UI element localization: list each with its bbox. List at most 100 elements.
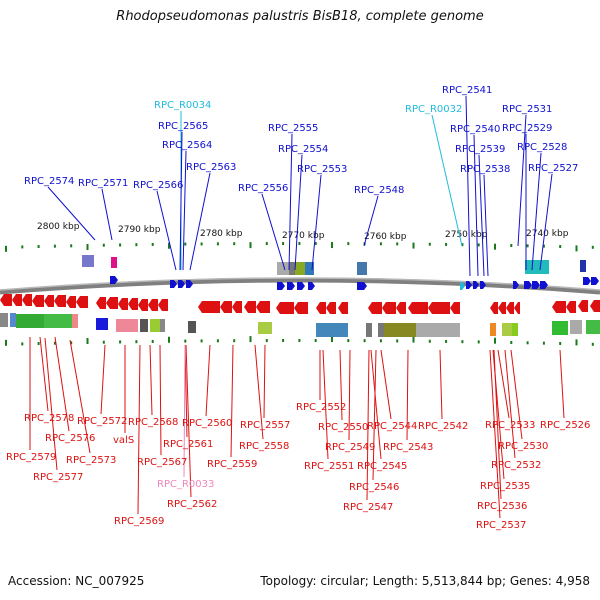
reverse-gene-arrow: [96, 297, 106, 309]
label-leader-line: [44, 337, 58, 471]
gene-label: RPC_2526: [540, 420, 590, 431]
reverse-gene-arrow: [490, 302, 498, 314]
forward-gene-arrow: [460, 282, 465, 290]
reverse-gene-arrow: [338, 302, 348, 314]
reverse-domain-box: [502, 323, 512, 336]
reverse-gene-arrow: [514, 302, 520, 314]
gene-label: RPC_2549: [325, 442, 375, 453]
forward-domain-box: [111, 257, 117, 268]
gene-label: RPC_2559: [207, 459, 257, 470]
reverse-gene-arrow: [590, 300, 600, 312]
reverse-gene-arrow: [382, 302, 396, 314]
reverse-domain-box: [44, 314, 72, 328]
gene-label: RPC_2567: [137, 457, 187, 468]
scale-label: 2740 kbp: [526, 229, 569, 239]
reverse-gene-arrow: [138, 299, 148, 311]
reverse-gene-arrow: [0, 294, 12, 306]
label-leader-line: [439, 349, 443, 420]
reverse-gene-arrow: [158, 299, 168, 311]
scale-label: 2800 kbp: [37, 222, 80, 232]
reverse-domain-box: [378, 323, 384, 337]
gene-label: RPC_2576: [45, 433, 95, 444]
reverse-gene-arrow: [316, 302, 326, 314]
forward-gene-arrow: [186, 280, 193, 288]
label-leader-line: [263, 344, 266, 419]
reverse-domain-box: [416, 323, 460, 337]
reverse-gene-arrow: [54, 295, 66, 307]
reverse-strand-features: [0, 294, 600, 337]
forward-gene-arrow: [532, 281, 540, 289]
label-leader-line: [517, 114, 527, 247]
label-leader-line: [185, 344, 192, 498]
reverse-domain-box: [570, 320, 582, 334]
label-leader-line: [504, 349, 516, 459]
gene-label: RPC_2566: [133, 180, 183, 191]
forward-gene-arrow: [178, 280, 185, 288]
label-leader-line: [159, 344, 162, 456]
gene-label: RPC_2557: [240, 420, 290, 431]
gene-label: RPC_2544: [367, 421, 417, 432]
reverse-gene-arrow: [198, 301, 220, 313]
forward-domain-box: [305, 262, 314, 275]
gene-label: RPC_2573: [66, 455, 116, 466]
forward-domain-box: [525, 260, 549, 274]
label-leader-line: [483, 174, 489, 277]
reverse-gene-arrow: [12, 294, 22, 306]
reverse-gene-arrow: [44, 295, 54, 307]
label-leader-line: [406, 349, 409, 441]
gene-label: RPC_2553: [297, 164, 347, 175]
reverse-gene-arrow: [498, 302, 506, 314]
label-leader-line: [183, 344, 186, 478]
scale-label: 2760 kbp: [364, 232, 407, 242]
gene-label: RPC_2540: [450, 124, 500, 135]
label-leader-line: [370, 349, 382, 460]
label-leader-line: [497, 349, 510, 419]
reverse-domain-box: [150, 319, 160, 332]
reverse-gene-arrow: [368, 302, 382, 314]
gene-label: RPC_2539: [455, 144, 505, 155]
gene-label: RPC_2563: [186, 162, 236, 173]
reverse-domain-box: [490, 323, 496, 336]
gene-label: RPC_2568: [128, 417, 178, 428]
label-leader-line: [322, 349, 329, 460]
forward-gene-arrow: [308, 282, 315, 290]
reverse-gene-arrow: [220, 301, 232, 313]
label-leader-line: [531, 152, 542, 271]
reverse-domain-box: [552, 321, 568, 335]
reverse-domain-box: [512, 323, 518, 336]
label-leader-line: [261, 193, 286, 271]
gene-label: RPC_2546: [349, 482, 399, 493]
label-leader-line: [380, 349, 392, 420]
gene-label: RPC_2550: [318, 422, 368, 433]
label-leader-line: [493, 349, 502, 500]
reverse-domain-box: [366, 323, 372, 337]
map-title: Rhodopseudomonas palustris BisB18, compl…: [116, 9, 484, 24]
reverse-gene-arrow: [106, 297, 118, 309]
reverse-gene-arrow: [148, 299, 158, 311]
label-leader-line: [100, 344, 106, 415]
gene-label: RPC_R0032: [405, 104, 462, 115]
label-leader-line: [510, 349, 523, 440]
gene-label: RPC_2531: [502, 104, 552, 115]
forward-gene-arrow: [170, 280, 177, 288]
label-leader-line: [478, 154, 485, 277]
forward-gene-arrow: [466, 281, 472, 289]
gene-label: RPC_2541: [442, 85, 492, 96]
gene-label: RPC_2528: [517, 142, 567, 153]
label-leader-line: [489, 349, 501, 519]
forward-domain-box: [295, 262, 305, 275]
reverse-gene-arrow: [396, 302, 406, 314]
gene-label: valS: [113, 435, 134, 446]
forward-gene-arrow: [524, 281, 532, 289]
reverse-gene-arrow: [32, 295, 44, 307]
reverse-gene-arrow: [552, 301, 566, 313]
label-leader-line: [156, 190, 177, 271]
label-leader-line: [473, 134, 479, 277]
label-leader-lines: [29, 95, 565, 519]
scale-label: 2780 kbp: [200, 229, 243, 239]
forward-domain-box: [82, 255, 94, 267]
gene-label: RPC_2558: [239, 441, 289, 452]
gene-label: RPC_2537: [476, 520, 526, 531]
